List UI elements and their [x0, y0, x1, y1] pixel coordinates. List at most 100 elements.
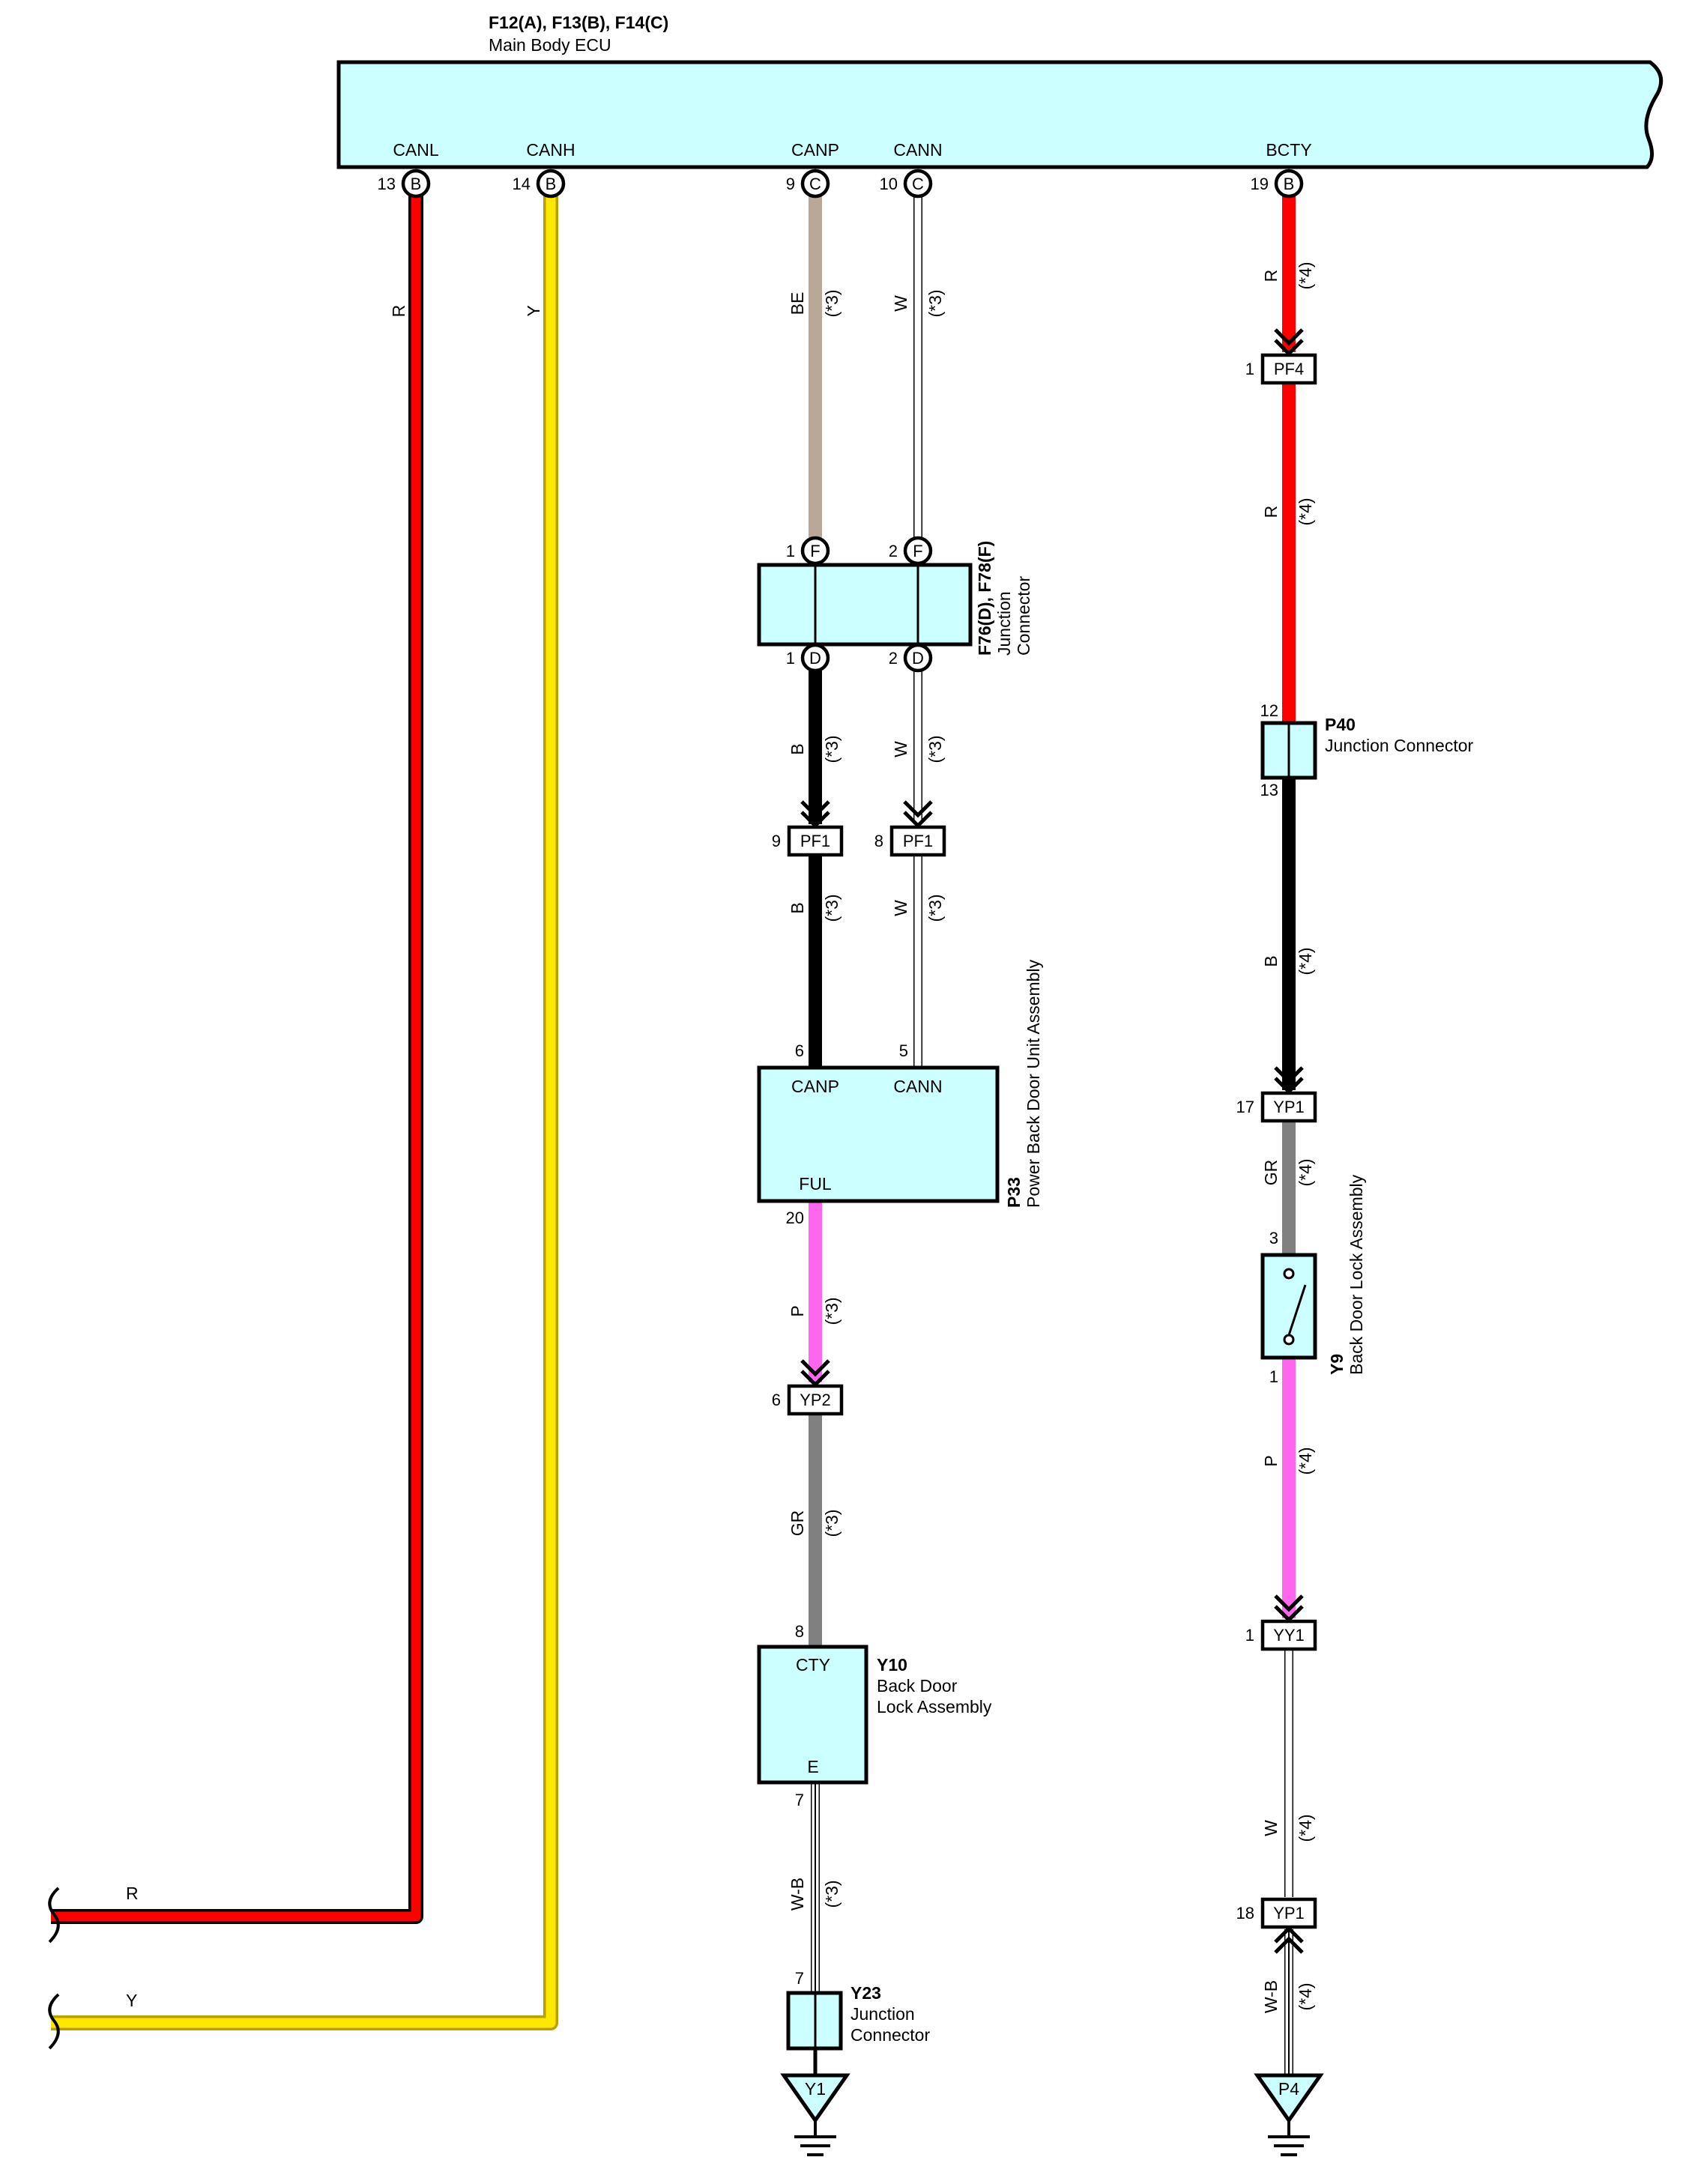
jc-f76-box	[757, 563, 973, 647]
svg-text:P4: P4	[1278, 2079, 1299, 2099]
svg-text:8: 8	[874, 832, 883, 850]
y10-name-2: Lock Assembly	[877, 1697, 992, 1716]
y10-code: Y10	[877, 1655, 907, 1675]
wire-note-cty: (*3)	[822, 1509, 842, 1537]
p33-pin-5: 5	[899, 1041, 908, 1060]
svg-text:10: 10	[880, 175, 898, 193]
p33-term-canp: CANP	[791, 1077, 839, 1096]
jc-f76-pin-d2: D 2	[889, 643, 933, 673]
wire-label-bcty-4: GR	[1261, 1160, 1281, 1186]
plug-yp1-17: YP1 17	[1236, 1066, 1317, 1123]
ecu-box	[336, 60, 1664, 169]
wire-canh	[51, 184, 558, 2030]
svg-text:19: 19	[1251, 175, 1269, 193]
wire-label-bcty-1: R	[1261, 270, 1281, 282]
y23-pin: 7	[795, 1969, 804, 1988]
svg-text:C: C	[912, 175, 924, 193]
jc-f76-pin-d1: D 1	[786, 643, 830, 673]
ecu-term-canh-label: CANH	[526, 140, 575, 160]
wire-label-cann-w: W	[891, 295, 910, 312]
jc-f76-pin-f2: F 2	[889, 536, 933, 566]
y10-box	[757, 1645, 868, 1785]
svg-text:Back Door Lock Assembly: Back Door Lock Assembly	[1347, 1174, 1366, 1375]
wire-label-canl: R	[389, 305, 408, 318]
svg-text:Connector: Connector	[1014, 576, 1033, 656]
y10-pin-8: 8	[795, 1622, 804, 1641]
wire-label-canh-bottom: Y	[126, 1991, 137, 2010]
svg-text:B: B	[1284, 175, 1295, 193]
plug-yy1: YY1 1	[1245, 1594, 1317, 1651]
y23-name-2: Connector	[850, 2025, 930, 2045]
p40-code: P40	[1325, 715, 1356, 734]
wire-note-bcty-7: (*4)	[1296, 1982, 1315, 2010]
wire-label-bcty-5: P	[1261, 1455, 1281, 1466]
wire-note-bcty-1: (*4)	[1296, 261, 1315, 289]
y9-pin-1: 1	[1269, 1367, 1278, 1386]
wire-label-cann-w3: W	[891, 900, 910, 916]
svg-text:2: 2	[889, 649, 898, 668]
svg-text:9: 9	[786, 175, 795, 193]
wire-note-y10-gnd: (*3)	[822, 1880, 842, 1908]
svg-text:18: 18	[1236, 1904, 1254, 1923]
svg-text:F: F	[913, 542, 922, 560]
ecu-term-cann-label: CANN	[893, 140, 942, 160]
wire-label-canp-b: B	[788, 743, 807, 754]
plug-pf4: PF4 1	[1245, 328, 1317, 385]
p40-name: Junction Connector	[1325, 736, 1474, 755]
wire-note-ful: (*3)	[822, 1297, 842, 1325]
wire-label-bcty-6: W	[1261, 1820, 1281, 1836]
svg-text:P33: P33	[1004, 1177, 1024, 1208]
wire-note-cann-w: (*3)	[925, 289, 945, 317]
wire-label-cann-w2: W	[891, 741, 910, 757]
svg-text:PF1: PF1	[800, 832, 830, 850]
ecu-term-canl-label: CANL	[393, 140, 439, 160]
p33-term-ful: FUL	[799, 1174, 832, 1194]
y9-label: Y9 Back Door Lock Assembly	[1327, 1174, 1366, 1375]
ecu-pin-19: B 19	[1251, 169, 1304, 199]
svg-text:C: C	[809, 175, 821, 193]
svg-text:9: 9	[772, 832, 781, 850]
ecu-pin-14: B 14	[513, 169, 566, 199]
wire-note-bcty-5: (*4)	[1296, 1447, 1315, 1474]
wire-note-bcty-4: (*4)	[1296, 1158, 1315, 1186]
svg-text:17: 17	[1236, 1098, 1254, 1116]
svg-text:2: 2	[889, 542, 898, 560]
p33-pin-6: 6	[795, 1041, 804, 1060]
wire-canl	[51, 184, 423, 1924]
svg-text:13: 13	[378, 175, 396, 193]
svg-text:PF1: PF1	[903, 832, 933, 850]
wire-note-bcty-2: (*4)	[1296, 497, 1315, 525]
p40-pin-13: 13	[1260, 781, 1278, 799]
p33-term-cann: CANN	[893, 1077, 942, 1096]
wire-note-cann-w3: (*3)	[925, 894, 945, 922]
svg-text:14: 14	[513, 175, 531, 193]
ground-p4-icon: P4	[1254, 2073, 1324, 2156]
p33-pin-20: 20	[786, 1209, 804, 1227]
wire-label-bcty-7: W-B	[1261, 1980, 1281, 2013]
y10-term-cty: CTY	[796, 1655, 830, 1675]
wire-label-bcty-2: R	[1261, 506, 1281, 518]
wire-note-canp-be: (*3)	[822, 289, 842, 317]
plug-pf1-cann: PF1 8	[874, 800, 946, 857]
wire-canl-fill	[51, 184, 421, 1922]
plug-yp1-18: YP1 18	[1236, 1897, 1317, 1954]
ground-y1-icon: Y1	[780, 2073, 850, 2156]
svg-text:6: 6	[772, 1391, 781, 1409]
wire-note-cann-w2: (*3)	[925, 735, 945, 763]
svg-text:YP1: YP1	[1273, 1904, 1305, 1923]
y9-switch-icon	[1283, 1268, 1307, 1346]
wire-label-y10-gnd: W-B	[788, 1878, 807, 1911]
y23-code: Y23	[850, 1983, 881, 2003]
wire-label-ful: P	[788, 1305, 807, 1316]
ecu-pin-13: B 13	[378, 169, 431, 199]
y10-pin-7: 7	[795, 1791, 804, 1809]
svg-text:YP2: YP2	[800, 1391, 831, 1409]
wire-note-bcty-6: (*4)	[1296, 1814, 1315, 1842]
svg-text:D: D	[809, 649, 821, 668]
wire-label-cty: GR	[788, 1510, 807, 1537]
wire-canh-fill	[51, 184, 556, 2028]
ecu-term-bcty-label: BCTY	[1266, 140, 1311, 160]
p33-label: P33 Power Back Door Unit Assembly	[1004, 959, 1043, 1208]
